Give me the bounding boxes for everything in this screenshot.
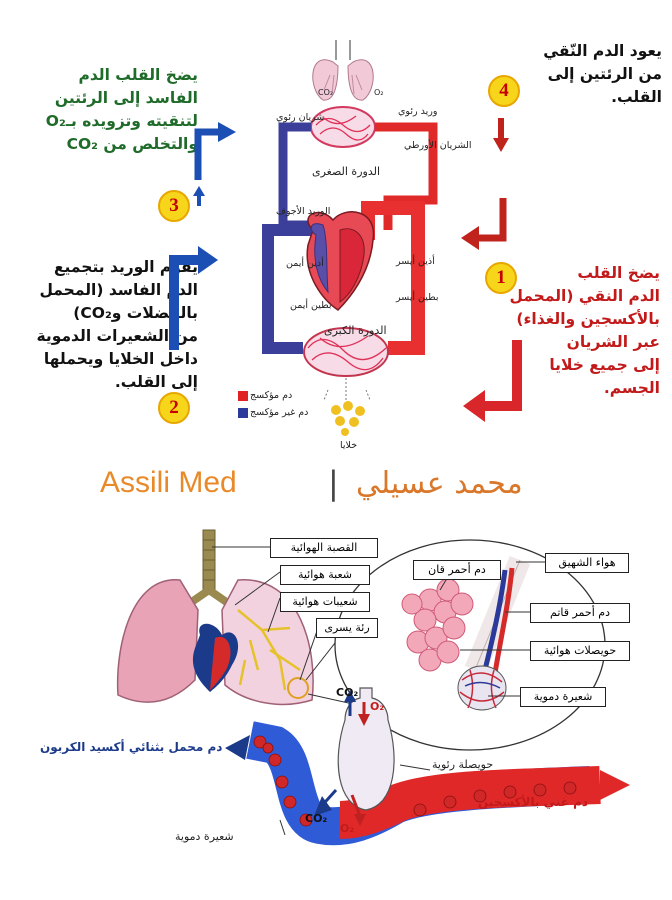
- label-aorta: الشريان الأورطي: [404, 140, 472, 151]
- label-left-lung: رئة يسرى: [316, 618, 378, 638]
- label-vena-cava: الوريد الأجوف: [276, 206, 331, 217]
- step1-text: يضخ القلب الدم النقي (المحمل بالأكسجين و…: [509, 264, 660, 397]
- label-pulmonary-circulation: الدورة الصغرى: [312, 165, 380, 178]
- step4-badge: 4: [488, 75, 520, 107]
- step2-badge: 2: [158, 392, 190, 424]
- blue-flow-arrows: [169, 122, 236, 350]
- label-right-atrium: أذين أيمن: [286, 258, 324, 269]
- label-co2-blood: دم محمل بثنائي أكسيد الكربون: [40, 740, 223, 754]
- label-co2-exchange: CO₂: [305, 812, 328, 825]
- brand-arabic: محمد عسيلي: [356, 466, 523, 501]
- legend-oxygenated: دم مؤكسج: [250, 390, 293, 401]
- step3-badge: 3: [158, 190, 190, 222]
- label-bronchus: شعبة هوائية: [280, 565, 370, 585]
- circulation-diagram: [238, 40, 438, 436]
- label-cells: خلايا: [340, 440, 358, 451]
- label-capillary-bottom: شعيرة دموية: [175, 830, 234, 843]
- label-o2-top-bottom: O₂: [370, 700, 385, 713]
- label-right-ventricle: بطين أيمن: [290, 300, 332, 311]
- label-trachea: القصبة الهوائية: [270, 538, 378, 558]
- label-left-atrium: أذين أيسر: [396, 256, 435, 267]
- brand-separator: |: [328, 464, 339, 502]
- label-co2-top: CO₂: [318, 88, 334, 97]
- step4-text: يعود الدم النّقي من الرئتين إلى القلب.: [543, 42, 662, 106]
- label-o2-top: O₂: [374, 88, 384, 97]
- label-alveoli: حويصلات هوائية: [530, 641, 630, 661]
- label-bronchioles: شعيبات هوائية: [280, 592, 370, 612]
- lungs-icon: [312, 40, 374, 101]
- label-dull-red-blood: دم أحمر قاتم: [530, 603, 630, 623]
- label-co2-top-bottom: CO₂: [336, 686, 359, 699]
- legend-deoxygenated: دم غير مؤكسج: [250, 407, 309, 418]
- label-capillary-top: شعيرة دموية: [520, 687, 606, 707]
- label-systemic-circulation: الدورة الكبرى: [324, 324, 387, 337]
- label-inhaled-air: هواء الشهيق: [545, 553, 629, 573]
- label-o2-exchange: O₂: [340, 822, 355, 835]
- label-pulmonary-vein: وريد رئوي: [398, 106, 438, 117]
- label-pulmonary-artery: شريان رئوي: [276, 112, 325, 123]
- label-dark-red-blood: دم أحمر قان: [413, 560, 501, 580]
- label-alveolus: حويصلة رئوية: [432, 758, 494, 771]
- step1-badge: 1: [485, 262, 517, 294]
- brand-bar: Assili Med | محمد عسيلي: [0, 462, 672, 510]
- red-flow-arrows: [461, 118, 522, 422]
- label-left-ventricle: بطين أيسر: [396, 292, 439, 303]
- brand-latin: Assili Med: [100, 466, 237, 499]
- label-o2-blood: دم غني بالأكسجين: [478, 795, 589, 809]
- step3-text: يضخ القلب الدم الفاسد إلى الرئتين لتنقيت…: [45, 66, 198, 153]
